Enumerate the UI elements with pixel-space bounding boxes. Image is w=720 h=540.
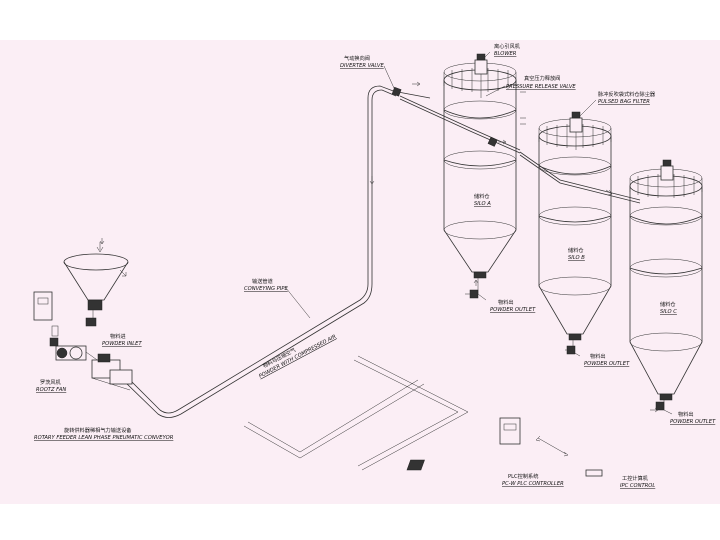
local-control-box bbox=[33, 291, 53, 321]
ipc-en: IPC CONTROL bbox=[620, 483, 655, 489]
pressure-cn: 真空压力释放阀 bbox=[524, 74, 560, 82]
plc-en: PC-W PLC CONTROLLER bbox=[502, 481, 564, 487]
outlet-a-en: POWDER OUTLET bbox=[490, 307, 536, 313]
label-outlet-c: 物料出 POWDER OUTLET bbox=[670, 410, 716, 425]
roots-fan bbox=[49, 325, 133, 391]
inlet-en: POWDER INLET bbox=[102, 341, 142, 347]
label-plc: PLC控制系统 PC-W PLC CONTROLLER bbox=[502, 472, 564, 487]
feed-hopper bbox=[63, 242, 129, 327]
pipe-cn: 输送管道 bbox=[252, 277, 273, 285]
silo-b-en: SILO B bbox=[568, 255, 585, 261]
label-silo-b: 储料仓 SILO B bbox=[568, 246, 585, 261]
outlet-c-cn: 物料出 bbox=[678, 410, 694, 418]
filter-en: PULSED BAG FILTER bbox=[598, 99, 650, 105]
silo-b-cn: 储料仓 bbox=[568, 246, 584, 254]
outlet-b-en: POWDER OUTLET bbox=[584, 361, 630, 367]
flow-arrows bbox=[99, 81, 659, 413]
plc-controller bbox=[499, 417, 521, 445]
silo-c bbox=[629, 159, 703, 415]
ipc-computer bbox=[406, 459, 603, 477]
label-ipc: 工控计算机 IPC CONTROL bbox=[620, 474, 655, 489]
silo-a-en: SILO A bbox=[474, 201, 491, 207]
blower-en: BLOWER bbox=[494, 51, 517, 57]
ipc-cn: 工控计算机 bbox=[622, 474, 649, 482]
outlet-a-cn: 物料出 bbox=[498, 298, 514, 306]
diverter-valve-2 bbox=[487, 136, 498, 147]
filter-cn: 脉冲反吹袋式料仓除尘器 bbox=[598, 90, 656, 98]
silo-c-cn: 储料仓 bbox=[660, 300, 676, 308]
outlet-b-cn: 物料出 bbox=[590, 352, 606, 360]
pipe-en: CONVEYING PIPE bbox=[244, 286, 288, 292]
label-silo-c: 储料仓 SILO C bbox=[660, 300, 677, 315]
inlet-cn: 物料进 bbox=[110, 332, 126, 340]
diverter-cn: 气动换向阀 bbox=[344, 54, 370, 62]
silo-a bbox=[443, 53, 526, 301]
diagram-background bbox=[0, 40, 720, 504]
fan-en: ROOTZ FAN bbox=[36, 387, 66, 393]
label-pipe: 输送管道 CONVEYING PIPE bbox=[244, 277, 311, 319]
fan-cn: 罗茨风机 bbox=[40, 378, 62, 386]
blower-cn: 离心引风机 bbox=[494, 42, 521, 50]
label-outlet-b: 物料出 POWDER OUTLET bbox=[584, 352, 630, 367]
outlet-c-en: POWDER OUTLET bbox=[670, 419, 716, 425]
label-inlet: 物料进 POWDER INLET bbox=[102, 332, 142, 347]
silo-a-cn: 储料仓 bbox=[474, 192, 490, 200]
diverter-valve-1 bbox=[391, 86, 402, 97]
system-en: ROTARY FEEDER LEAN PHASE PNEUMATIC CONVE… bbox=[34, 435, 174, 441]
floor-reference-lines bbox=[243, 355, 469, 471]
system-cn: 旋转供料器稀相气力输送设备 bbox=[64, 426, 132, 434]
label-fan: 罗茨风机 ROOTZ FAN bbox=[36, 378, 66, 393]
plc-cn: PLC控制系统 bbox=[508, 472, 538, 480]
label-diverter: 气动换向阀 DIVERTER VALVE bbox=[340, 54, 395, 89]
label-outlet-a: 物料出 POWDER OUTLET bbox=[490, 298, 536, 313]
communication-link bbox=[535, 435, 569, 457]
pressure-en: PRESSURE RELEASE VALVE bbox=[506, 84, 576, 90]
label-system: 旋转供料器稀相气力输送设备 ROTARY FEEDER LEAN PHASE P… bbox=[34, 426, 174, 441]
diverter-en: DIVERTER VALVE bbox=[340, 63, 384, 69]
conveying-pipe bbox=[125, 85, 641, 418]
silo-b bbox=[538, 111, 612, 357]
label-blower: 离心引风机 BLOWER bbox=[483, 42, 521, 59]
silo-c-en: SILO C bbox=[660, 309, 677, 315]
label-silo-a: 储料仓 SILO A bbox=[474, 192, 491, 207]
label-pressure-release: 真空压力释放阀 PRESSURE RELEASE VALVE bbox=[485, 74, 576, 97]
label-filter: 脉冲反吹袋式料仓除尘器 PULSED BAG FILTER bbox=[579, 90, 656, 117]
